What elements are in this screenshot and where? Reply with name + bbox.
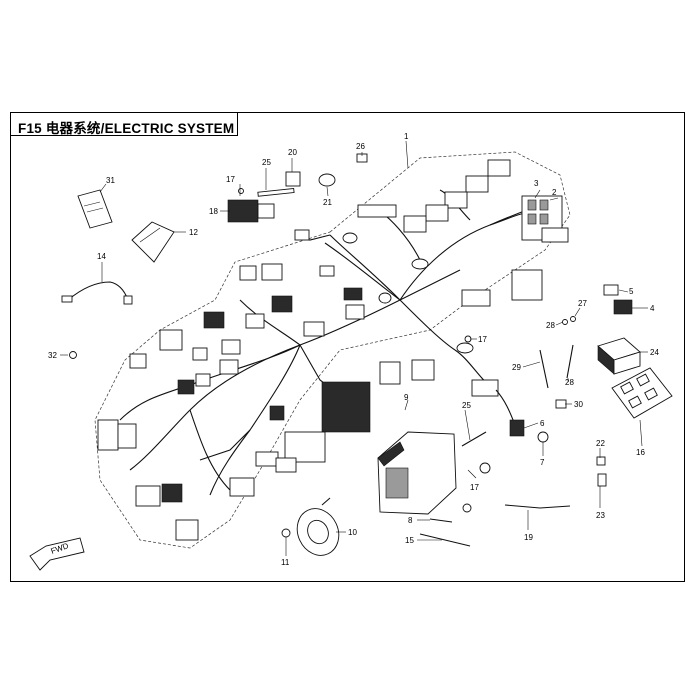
lead-19 (504, 504, 571, 509)
bolt-11 (281, 528, 291, 538)
page-title: F15 电器系统/ELECTRIC SYSTEM (18, 121, 235, 136)
wiring-harness (119, 189, 556, 496)
callout-17-a: 17 (478, 335, 487, 344)
callout-30: 30 (574, 400, 583, 409)
bolt-17-d (238, 188, 244, 194)
callout-7: 7 (540, 458, 545, 467)
strap-29 (539, 349, 549, 389)
label-card (77, 189, 113, 229)
callout-11: 11 (281, 558, 290, 567)
callout-29: 29 (512, 363, 521, 372)
fuse-22 (596, 456, 606, 466)
sensor-21 (318, 173, 336, 187)
grommet-32 (69, 351, 77, 359)
callout-8: 8 (408, 516, 413, 525)
callout-9: 9 (404, 393, 409, 402)
fuse-5 (603, 284, 619, 296)
sensor-cable-14 (67, 281, 129, 301)
callout-6: 6 (540, 419, 545, 428)
drawing-frame (10, 112, 685, 582)
callout-25-a: 25 (262, 158, 271, 167)
callout-2: 2 (552, 188, 557, 197)
callout-25-b: 25 (462, 401, 471, 410)
callout-28-a: 28 (546, 321, 555, 330)
callout-17-c: 17 (226, 175, 235, 184)
callout-27: 27 (578, 299, 587, 308)
washer-7 (537, 431, 549, 443)
tie-15 (419, 533, 471, 547)
fuse-box (521, 195, 569, 243)
callout-17-b: 17 (470, 483, 479, 492)
callout-21: 21 (323, 198, 332, 207)
bolt-27 (570, 316, 576, 322)
harness-connectors (97, 159, 543, 541)
ecu-module-12 (131, 221, 175, 263)
callout-32: 32 (48, 351, 57, 360)
callout-24: 24 (650, 348, 659, 357)
callout-23: 23 (596, 511, 605, 520)
callout-15: 15 (405, 536, 414, 545)
relay-4 (613, 299, 633, 315)
ecu-9 (377, 431, 457, 515)
callout-31: 31 (106, 176, 115, 185)
bracket-30 (555, 399, 567, 409)
pin-8 (429, 518, 453, 523)
callout-12: 12 (189, 228, 198, 237)
strip-25-lower (461, 431, 487, 447)
bolt-17-b (462, 503, 472, 513)
callout-14: 14 (97, 252, 106, 261)
harness-outline (94, 151, 571, 549)
battery-24 (597, 337, 641, 375)
callout-3: 3 (534, 179, 539, 188)
strap-25-top (257, 188, 295, 197)
voltage-regulator-18 (227, 199, 275, 223)
fuse-23 (597, 473, 607, 487)
callout-20: 20 (288, 148, 297, 157)
callout-4: 4 (650, 304, 655, 313)
callout-10: 10 (348, 528, 357, 537)
callout-18: 18 (209, 207, 218, 216)
horn-10 (296, 497, 340, 556)
bolt-28 (562, 319, 568, 325)
callout-16: 16 (636, 448, 645, 457)
title-box (10, 112, 238, 136)
callout-5: 5 (629, 287, 634, 296)
callout-22: 22 (596, 439, 605, 448)
callout-28-b: 28 (565, 378, 574, 387)
wire-28 (566, 344, 574, 379)
sensor-6 (471, 379, 525, 437)
callout-19: 19 (524, 533, 533, 542)
fwd-arrow (29, 537, 85, 571)
decal-16 (611, 367, 673, 419)
leader-lines (60, 140, 648, 556)
callout-26: 26 (356, 142, 365, 151)
bolt-17-a (479, 462, 491, 474)
callout-1: 1 (404, 132, 409, 141)
relay-20 (285, 171, 301, 187)
